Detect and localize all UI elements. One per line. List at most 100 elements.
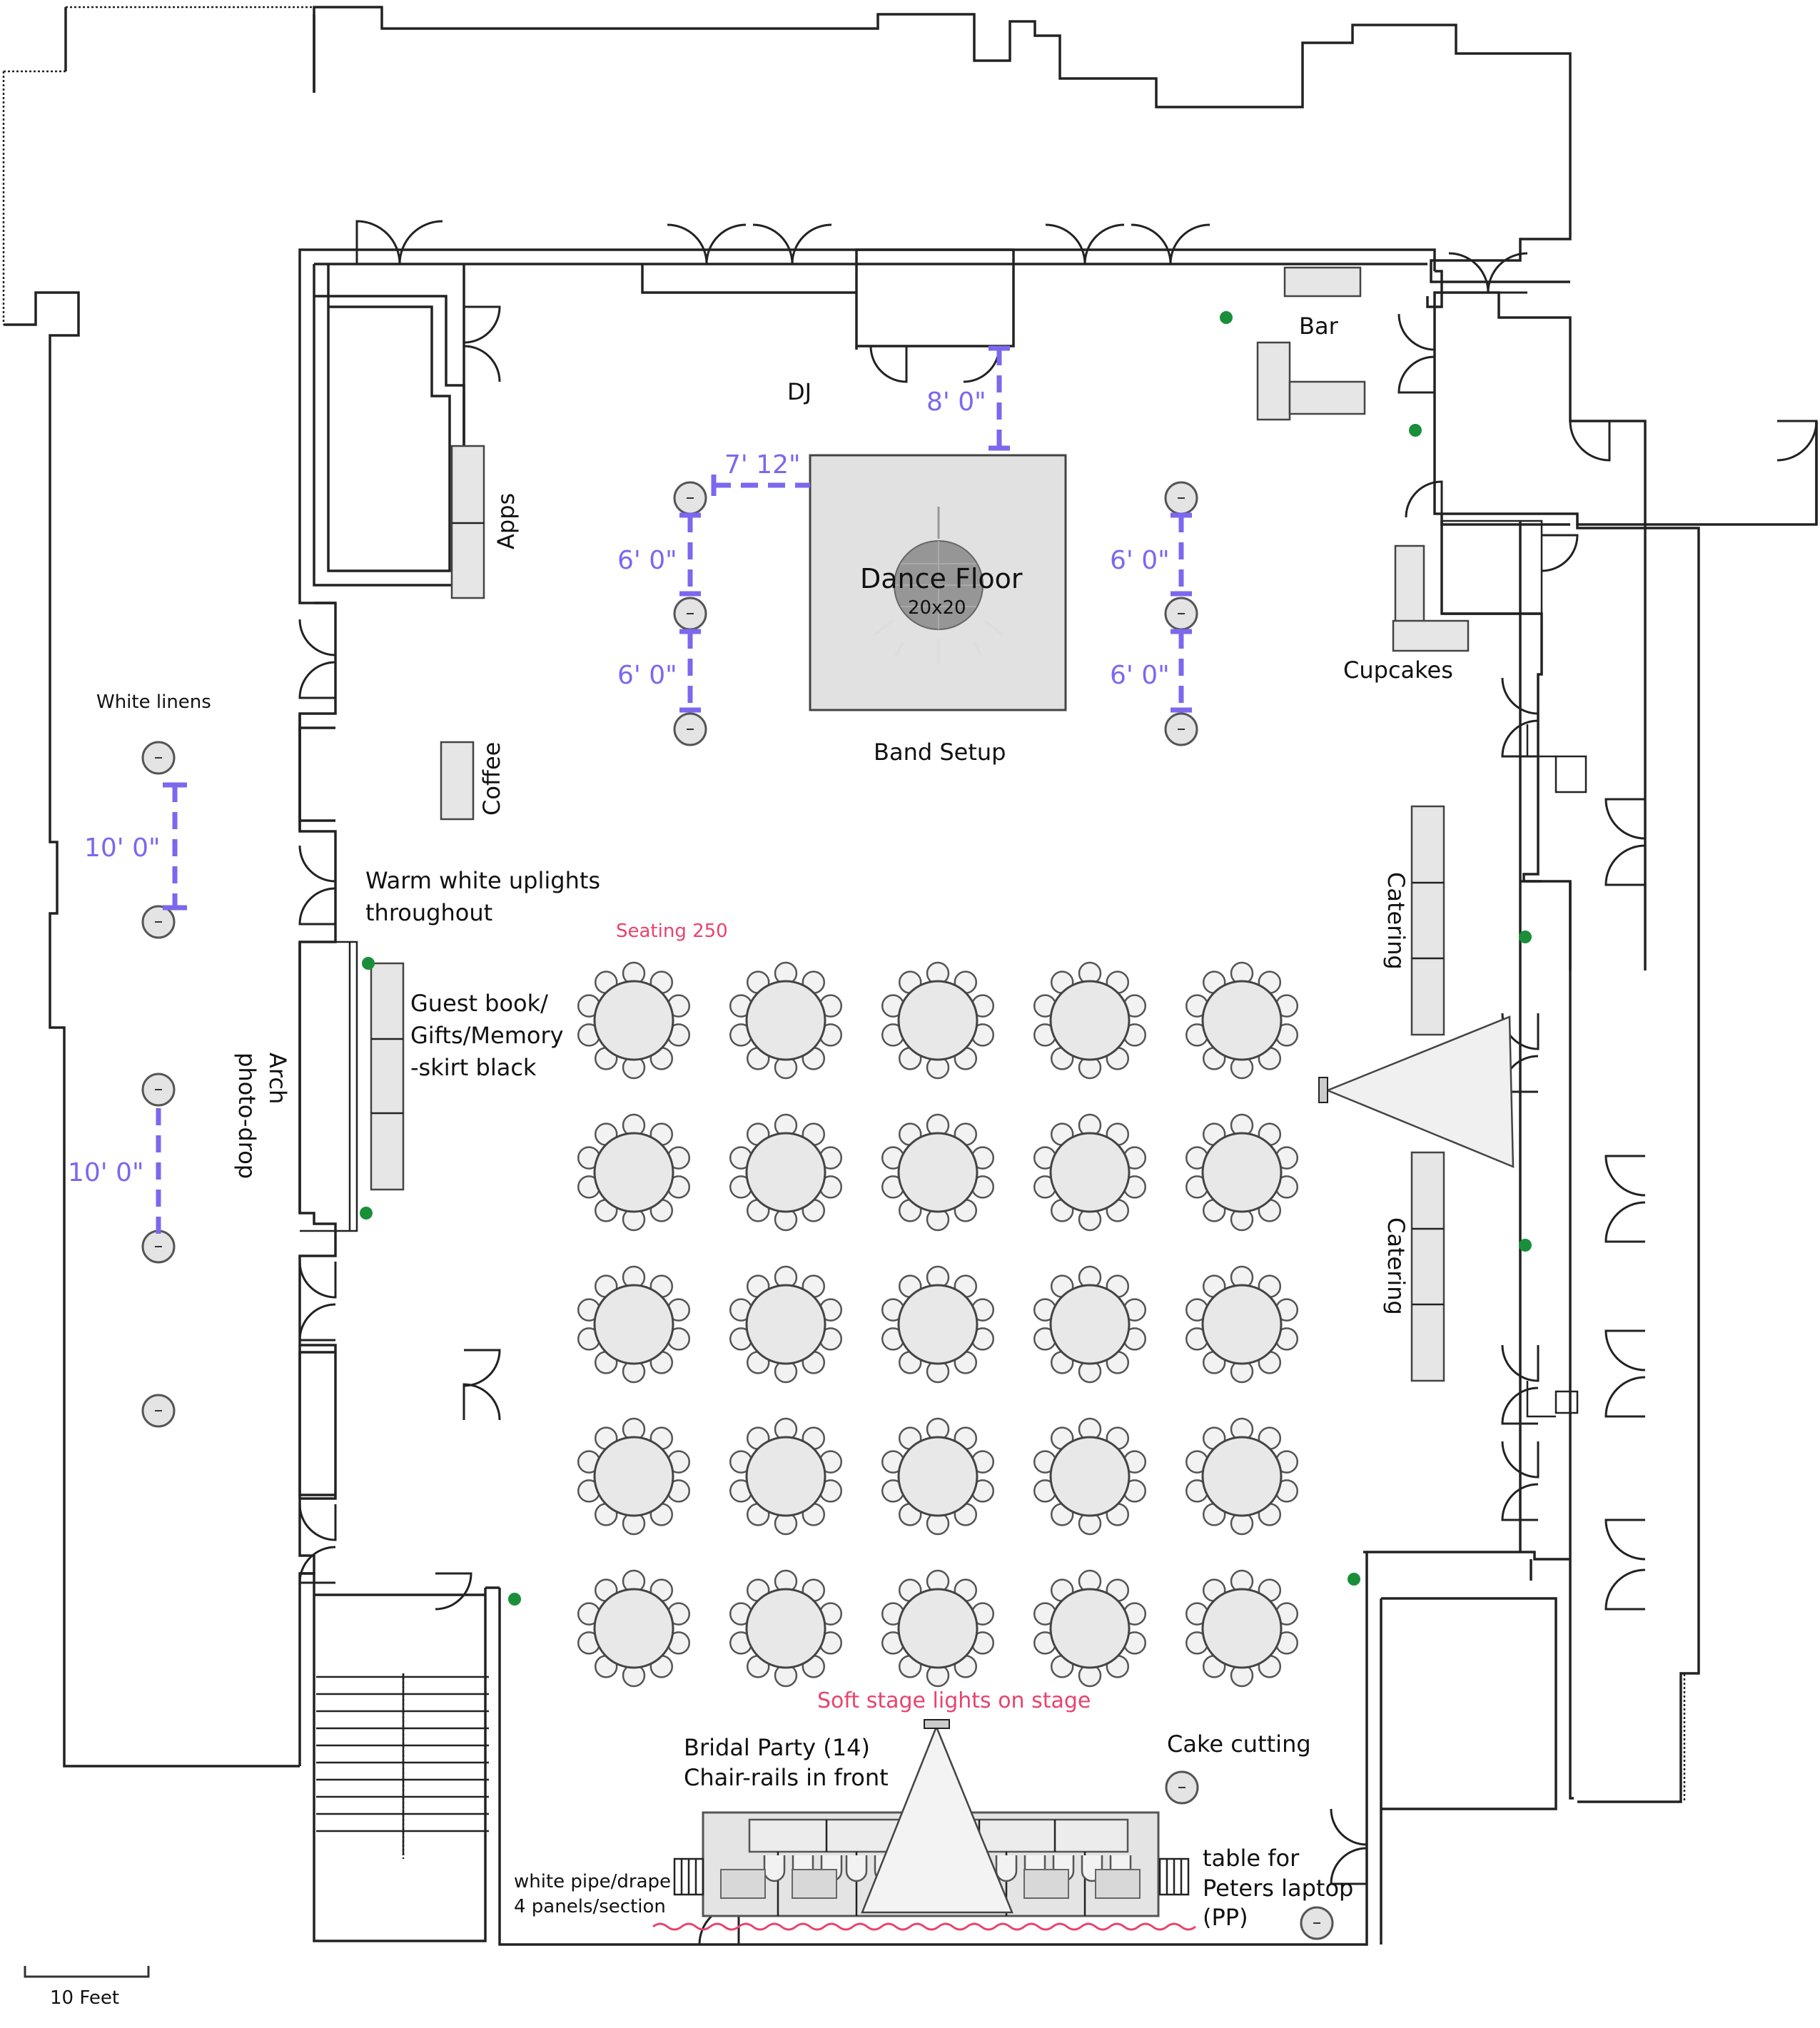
- table-top: [745, 1436, 826, 1517]
- guest-tables: [577, 961, 1299, 1688]
- bridal-party-line2: Chair-rails in front: [684, 1764, 889, 1791]
- door-swing: [463, 305, 501, 344]
- door-swing: [1604, 798, 1646, 840]
- uplight-dot: [1519, 931, 1532, 943]
- uplight-dot: [362, 957, 375, 970]
- pipe-and-drape: [652, 1922, 1196, 1931]
- uplights: [360, 311, 1532, 1606]
- round-table: [729, 1417, 843, 1536]
- laptop-line2: Peters laptop: [1203, 1875, 1353, 1902]
- table-top: [593, 980, 674, 1061]
- round-table: [1185, 961, 1299, 1080]
- table-top: [1049, 1436, 1131, 1517]
- stage-light-icon: [924, 1719, 950, 1729]
- bar-label: Bar: [1299, 313, 1339, 340]
- door-swing: [298, 1504, 337, 1541]
- catering-table-1: [1410, 805, 1445, 1036]
- round-table: [881, 1569, 995, 1688]
- dim-hightop-to-floor: 7' 12": [724, 450, 801, 480]
- dim-hall-lower: 10' 0": [68, 1158, 144, 1187]
- door-swing: [298, 845, 337, 883]
- door-swing: [1131, 223, 1172, 265]
- table-top: [1049, 1284, 1131, 1365]
- band-setup-label: Band Setup: [874, 739, 1006, 766]
- table-top: [1049, 1588, 1131, 1669]
- door-swing: [298, 1546, 336, 1584]
- labels: DJ Bar Apps Coffee Cupcakes Dance Floor …: [68, 313, 1453, 1931]
- round-table: [577, 961, 691, 1080]
- door-swing: [398, 220, 443, 265]
- door-swing: [791, 223, 832, 265]
- right-wall-fixtures: [1440, 519, 1587, 1418]
- stage-chair: [845, 1855, 868, 1882]
- door-swing: [298, 1261, 337, 1299]
- dj-label: DJ: [787, 378, 812, 405]
- uplight-dot: [360, 1207, 373, 1220]
- table-top: [593, 1132, 674, 1213]
- guest-book-line3: -skirt black: [410, 1054, 537, 1081]
- table-top: [1201, 1132, 1283, 1213]
- table-top: [1201, 980, 1283, 1061]
- door-swing: [298, 1303, 336, 1342]
- disco-ball-icon: [873, 507, 1004, 664]
- round-table: [1033, 1417, 1147, 1536]
- round-table: [1033, 1265, 1147, 1384]
- round-table: [1033, 961, 1147, 1080]
- table-top: [897, 1588, 979, 1669]
- uplights-note-line1: Warm white uplights: [365, 867, 600, 894]
- door-swing: [1501, 1483, 1539, 1521]
- round-table: [729, 1265, 843, 1384]
- round-table: [881, 1417, 995, 1536]
- stage-lights-note: Soft stage lights on stage: [817, 1688, 1091, 1713]
- uplight-dot: [508, 1593, 521, 1606]
- door-swing: [1397, 313, 1436, 351]
- table-top: [897, 1436, 979, 1517]
- round-table: [577, 1569, 691, 1688]
- stage-chair: [995, 1855, 1018, 1882]
- round-table: [1185, 1113, 1299, 1232]
- table-top: [897, 980, 979, 1061]
- round-table: [729, 1113, 843, 1232]
- catering-label-2: Catering: [1382, 1217, 1410, 1315]
- door-swing: [1083, 223, 1125, 265]
- round-table: [577, 1417, 691, 1536]
- bar-furniture: [1256, 266, 1366, 421]
- table-top: [1049, 980, 1131, 1061]
- catering-label-1: Catering: [1382, 872, 1410, 970]
- table-top: [1201, 1436, 1283, 1517]
- round-table: [729, 1569, 843, 1688]
- guest-book-line2: Gifts/Memory: [410, 1022, 564, 1049]
- drape-line1: white pipe/drape: [514, 1871, 671, 1892]
- stage-chair: [763, 1855, 786, 1882]
- door-swing: [1501, 1344, 1540, 1382]
- uplight-dot: [1348, 1573, 1360, 1586]
- doors: [298, 220, 1818, 1945]
- door-swing: [667, 223, 708, 265]
- staircase: [316, 1673, 489, 1859]
- round-table: [577, 1265, 691, 1384]
- projector-screen-right: [1318, 1015, 1515, 1168]
- round-table: [577, 1113, 691, 1232]
- round-table: [1033, 1113, 1147, 1232]
- dance-floor: [809, 454, 1067, 711]
- catering-table-2: [1410, 1151, 1445, 1382]
- dimension-markers: [156, 345, 1192, 1234]
- left-alcoves: [298, 726, 358, 1496]
- door-swing: [1169, 223, 1210, 265]
- round-table: [1185, 1265, 1299, 1384]
- scale-bar: 10 Feet: [24, 1966, 150, 2009]
- dim-left-upper: 6' 0": [617, 546, 677, 575]
- round-table: [729, 961, 843, 1080]
- door-swing: [462, 1383, 501, 1421]
- uplight-dot: [1409, 424, 1422, 437]
- round-table: [881, 961, 995, 1080]
- table-top: [745, 980, 826, 1061]
- round-table: [881, 1113, 995, 1232]
- door-swing: [1397, 355, 1435, 394]
- door-swing: [1604, 1329, 1646, 1372]
- door-swing: [462, 345, 501, 382]
- cake-cutting-label: Cake cutting: [1167, 1730, 1311, 1758]
- uplights-note-line2: throughout: [365, 899, 492, 926]
- cupcakes-table: [1392, 544, 1470, 652]
- table-top: [745, 1588, 826, 1669]
